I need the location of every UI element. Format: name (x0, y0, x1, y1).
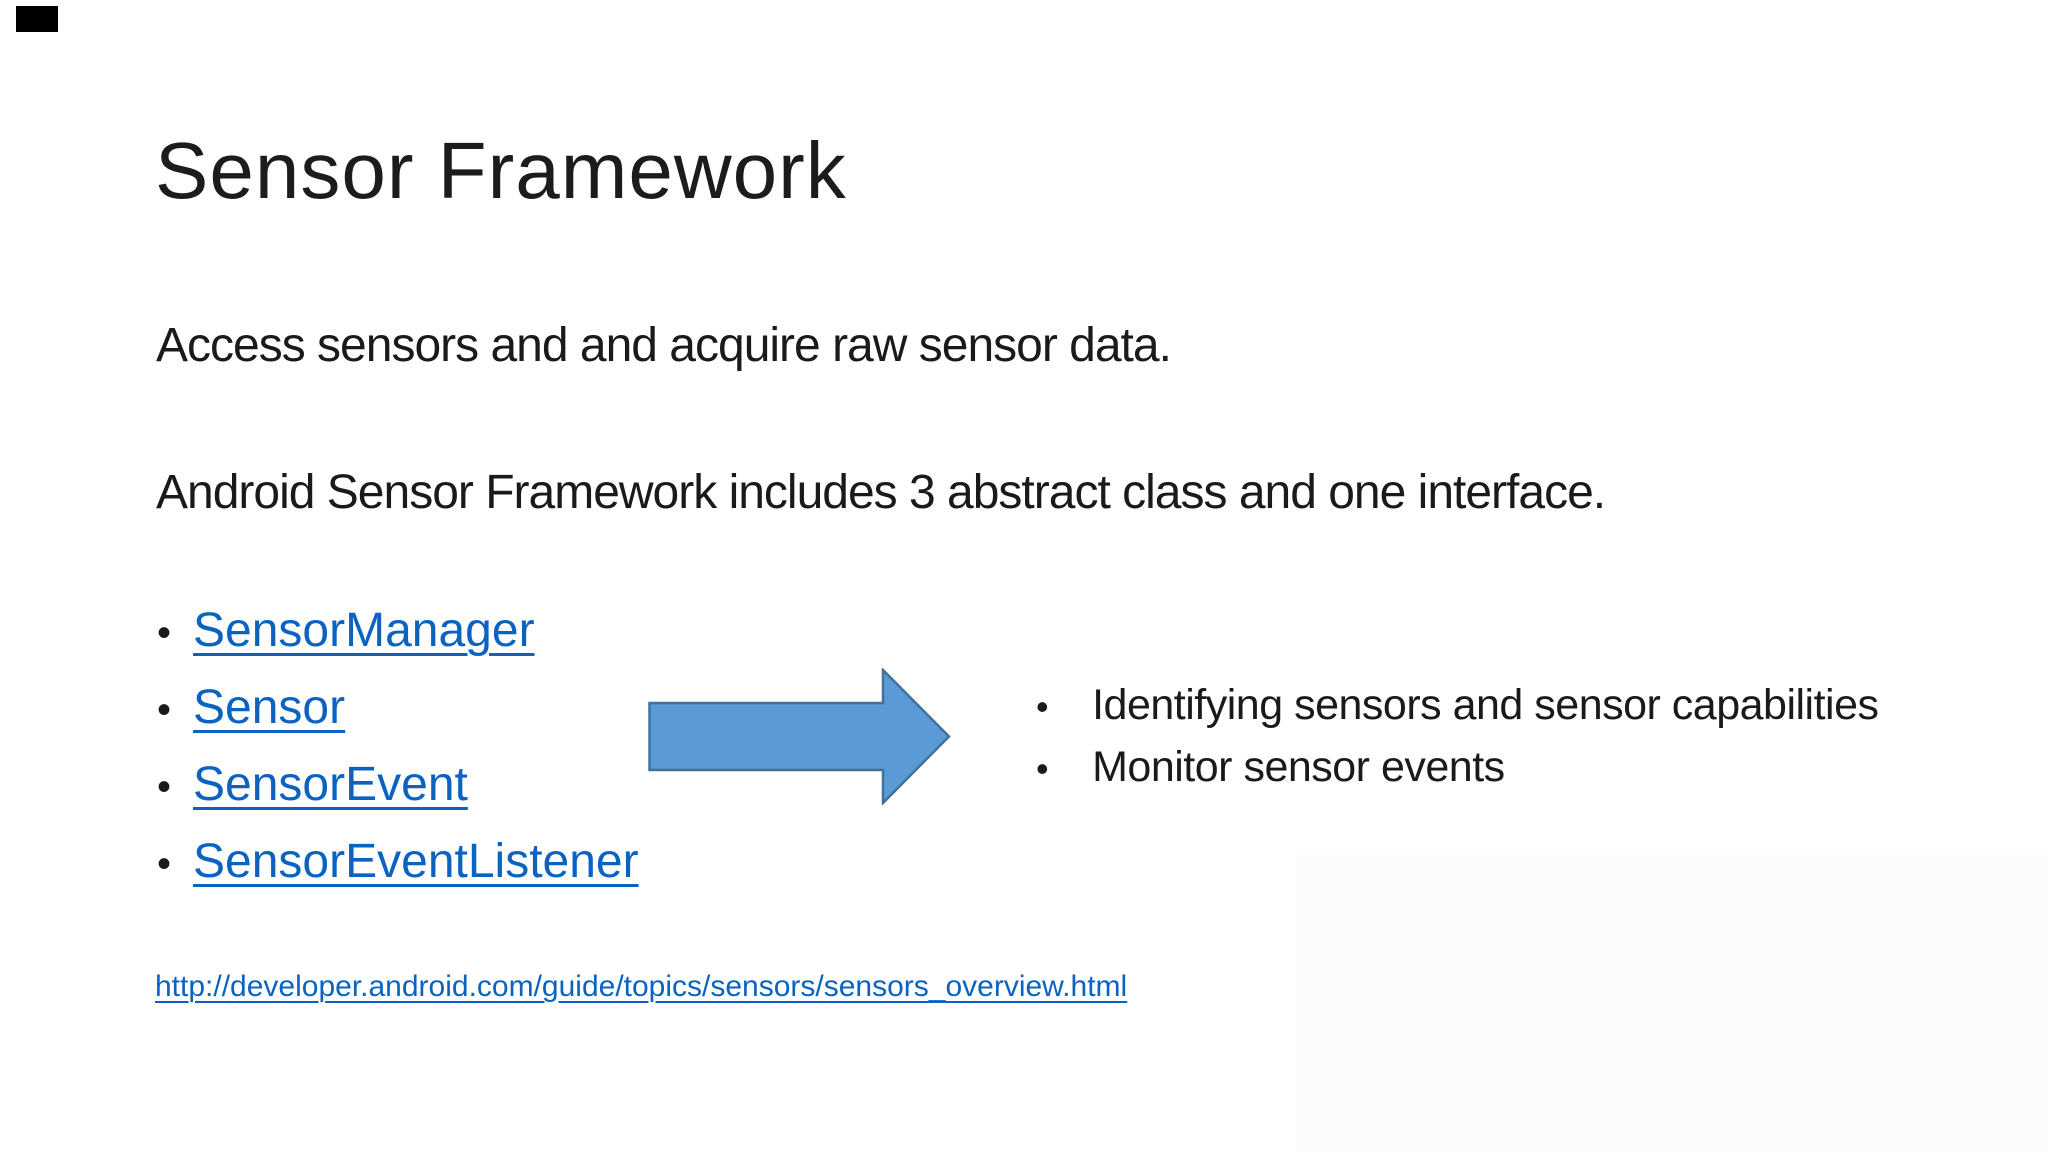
sensor-link[interactable]: Sensor (193, 681, 346, 734)
bullet-icon: • (157, 611, 172, 655)
right-arrow-icon (648, 666, 951, 807)
class-link-list: • SensorManager • Sensor • SensorEvent •… (157, 607, 639, 915)
sensors-overview-url-link[interactable]: http://developer.android.com/guide/topic… (155, 970, 1128, 1003)
bullet-icon: • (1036, 748, 1049, 789)
list-item: • Monitor sensor events (1036, 743, 1879, 791)
background-shade-panel (1296, 855, 2048, 1152)
bullet-icon: • (157, 765, 172, 809)
framework-paragraph: Android Sensor Framework includes 3 abst… (156, 466, 1606, 519)
bullet-icon: • (157, 842, 172, 886)
list-item: • Sensor (157, 681, 639, 734)
bullet-icon: • (157, 688, 172, 732)
sensoreventlistener-link[interactable]: SensorEventListener (193, 835, 639, 888)
list-item: • Identifying sensors and sensor capabil… (1036, 681, 1879, 729)
right-arrow-shape (648, 666, 952, 807)
capability-bullet-list: • Identifying sensors and sensor capabil… (1036, 684, 1879, 808)
list-item: • SensorEventListener (157, 835, 639, 888)
list-item: • SensorEvent (157, 758, 639, 811)
sensormanager-link[interactable]: SensorManager (193, 604, 535, 657)
capability-text: Monitor sensor events (1092, 743, 1505, 791)
list-item: • SensorManager (157, 604, 639, 657)
capability-text: Identifying sensors and sensor capabilit… (1092, 681, 1879, 729)
source-url-container: http://developer.android.com/guide/topic… (155, 972, 1127, 1002)
sensorevent-link[interactable]: SensorEvent (193, 758, 468, 811)
slide-title: Sensor Framework (155, 126, 847, 215)
intro-paragraph: Access sensors and and acquire raw senso… (156, 319, 1172, 372)
corner-artifact-mark (16, 6, 58, 32)
bullet-icon: • (1036, 686, 1049, 727)
